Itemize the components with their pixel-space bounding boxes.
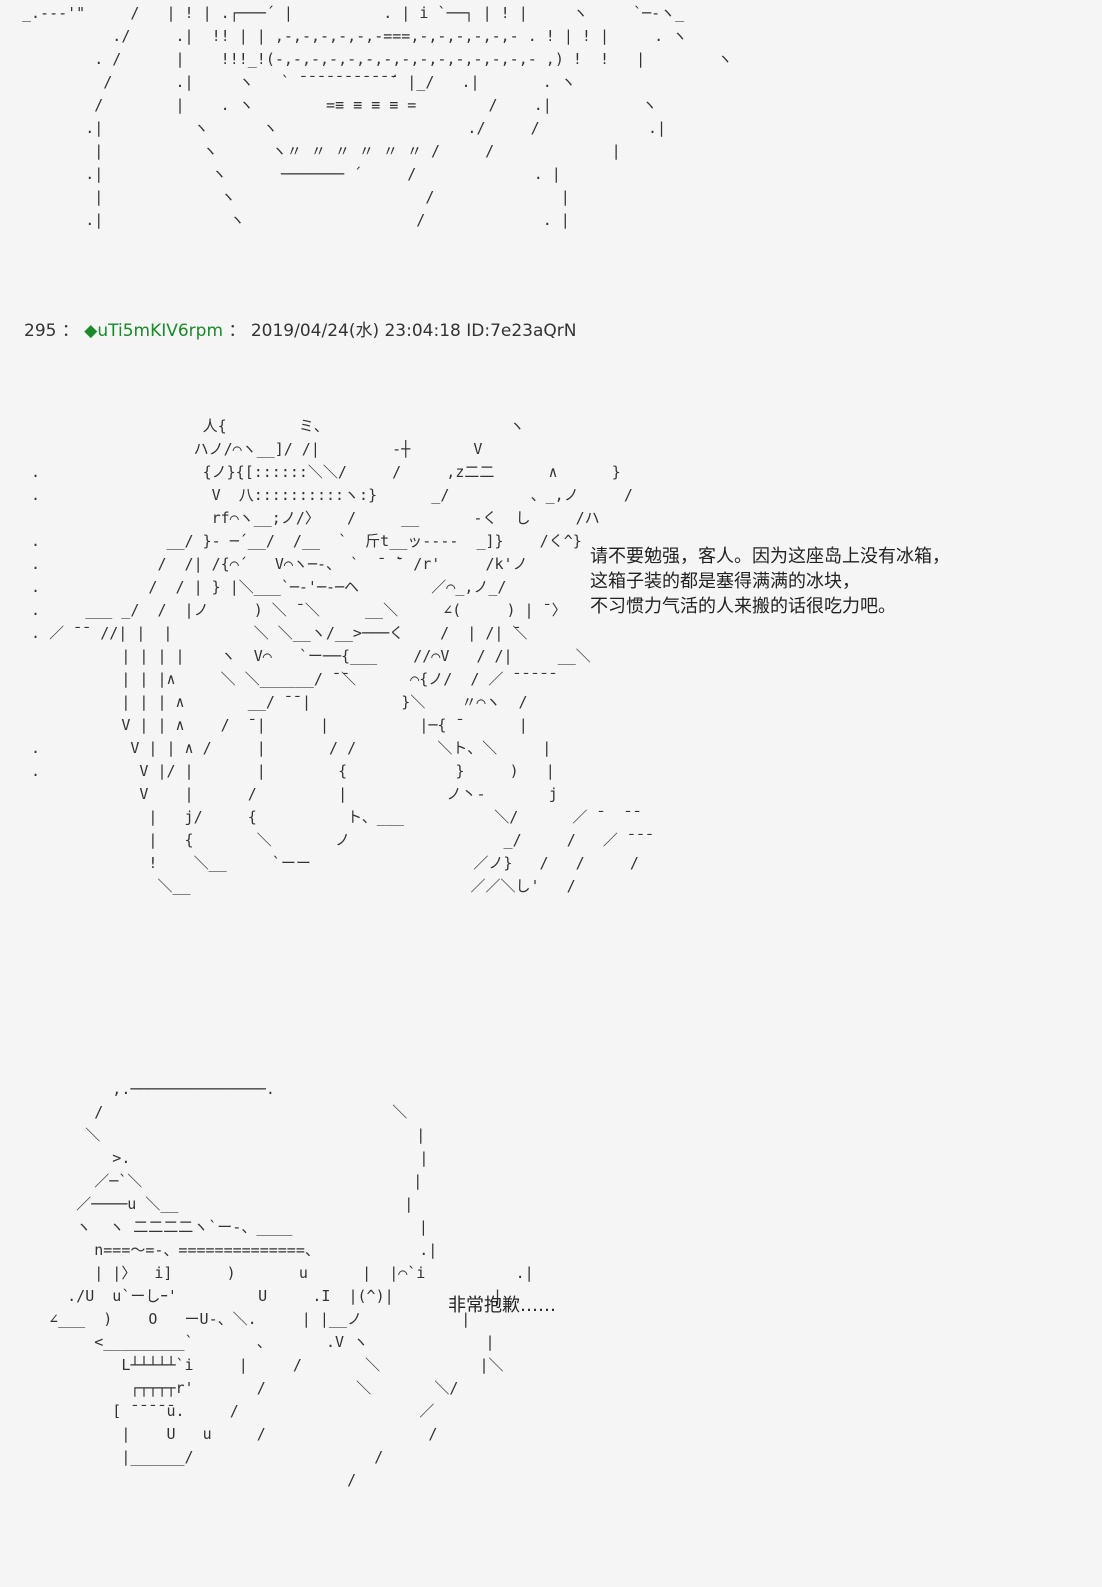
poster-tripcode[interactable]: ◆uTi5mKIV6rpm [84,321,224,341]
post-header: 295 ： ◆uTi5mKIV6rpm ： 2019/04/24(水) 23:0… [24,316,577,341]
ascii-art-character: 人{ ミ、 ヽ ハノ/⌒ヽ__]/ /| -┼ V . {ノ}{[::::::＼… [31,417,645,895]
dialogue-line: 不习惯力气活的人来搬的话很吃力吧。 [590,596,896,617]
ascii-art-top: _.---'" / | ! | .┌───´ | . | i `──┐ | ! … [22,4,733,229]
post-number: 295 [24,321,57,341]
dialogue-line: 这箱子装的都是塞得满满的冰块， [590,571,860,592]
dialogue-line: 请不要勉强，客人。因为这座岛上没有冰箱， [590,546,950,567]
ascii-art-character-closeup: ,.───────────────. / ＼ ＼ | >. | ／─`＼ | [49,1080,534,1489]
post-separator: ： [61,321,79,341]
dialogue-text-1: 请不要勉强，客人。因为这座岛上没有冰箱， 这箱子装的都是塞得满满的冰块， 不习惯… [590,544,1010,619]
dialogue-text-2: 非常抱歉…… [448,1295,556,1316]
post-datetime-id: 2019/04/24(水) 23:04:18 ID:7e23aQrN [250,321,577,341]
post-separator-2: ： [228,321,246,341]
